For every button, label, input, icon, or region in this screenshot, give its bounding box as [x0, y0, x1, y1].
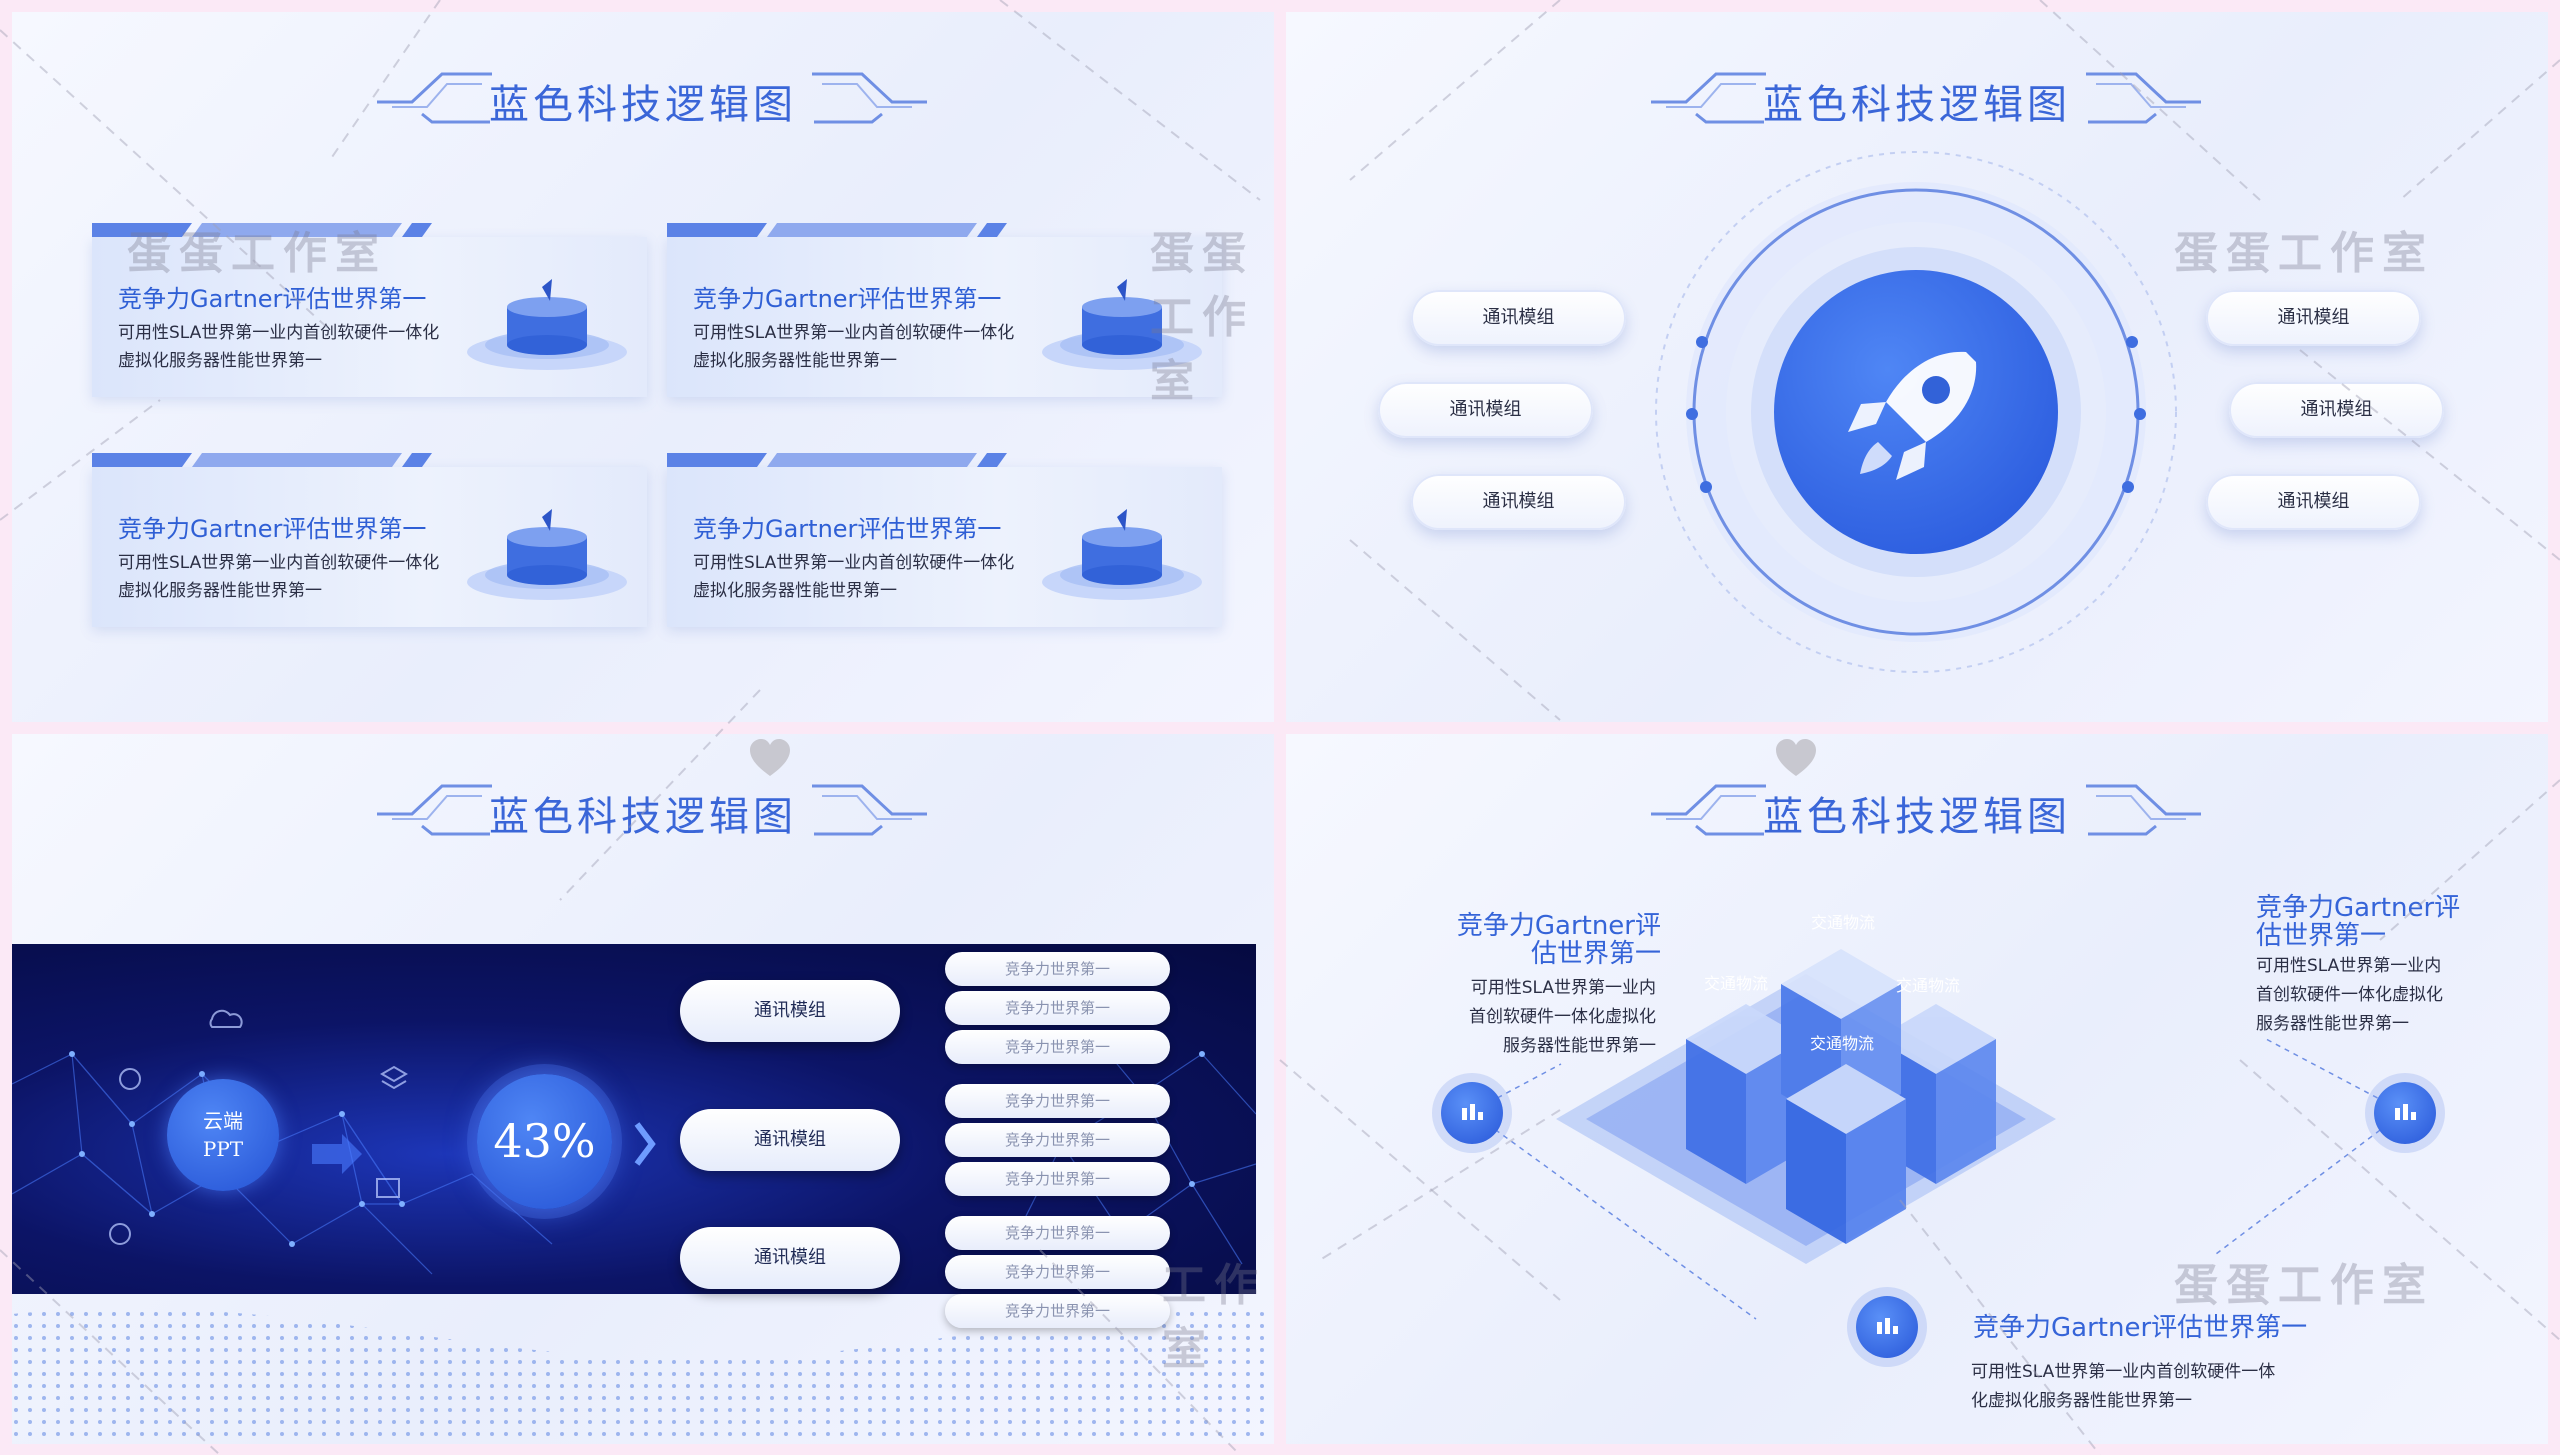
- feature-card: 竞争力Gartner评估世界第一 可用性SLA世界第一业内首创软硬件一体化虚拟化…: [92, 223, 647, 397]
- feature-card: 竞争力Gartner评估世界第一 可用性SLA世界第一业内首创软硬件一体化虚拟化…: [92, 453, 647, 627]
- cloud-ppt-circle: 云端 PPT: [167, 1079, 279, 1191]
- feature-card: 竞争力Gartner评估世界第一 可用性SLA世界第一业内首创软硬件一体化虚拟化…: [667, 223, 1222, 397]
- desc-line: 化虚拟化服务器性能世界第一: [1971, 1391, 2192, 1411]
- title-right-deco-icon: [812, 72, 927, 124]
- left-text-desc: 可用性SLA世界第一业内 首创软硬件一体化虚拟化 服务器性能世界第一: [1356, 974, 1656, 1061]
- card-description: 可用性SLA世界第一业内首创软硬件一体化虚拟化服务器性能世界第一: [693, 553, 1015, 601]
- desc-line: 首创软硬件一体化虚拟化: [1469, 1007, 1656, 1027]
- rocket-icon: [1848, 351, 1977, 480]
- right-text-title: 竞争力Gartner评 估世界第一: [2256, 894, 2536, 950]
- slide-title-area: 蓝色科技逻辑图: [1286, 62, 2548, 142]
- title-line: 估世界第一: [1530, 939, 1661, 969]
- desc-line: 可用性SLA世界第一业内: [1470, 978, 1656, 998]
- percent-circle: 43%: [477, 1074, 612, 1209]
- desc-line: 可用性SLA世界第一业内首创软硬件一体: [1971, 1362, 2276, 1382]
- percent-value: 43%: [493, 1114, 596, 1168]
- sub-item-pill[interactable]: 竞争力世界第一: [945, 991, 1170, 1025]
- slide-panel-3: 蓝色科技逻辑图: [12, 734, 1274, 1444]
- stats-node-icon: [1856, 1296, 1918, 1358]
- ppt-label: PPT: [202, 1137, 244, 1161]
- slide-title: 蓝色科技逻辑图: [489, 82, 797, 128]
- card-title: 竞争力Gartner评估世界第一: [693, 285, 1002, 313]
- title-line: 竞争力Gartner评: [1456, 911, 1661, 941]
- heart-icon: [750, 739, 790, 776]
- slide-title: 蓝色科技逻辑图: [489, 794, 797, 840]
- cube-label: 交通物流: [1704, 974, 1769, 993]
- sub-item-pill[interactable]: 竞争力世界第一: [945, 1216, 1170, 1250]
- card-top-bar: [667, 453, 1007, 467]
- bottom-text-desc: 可用性SLA世界第一业内首创软硬件一体 化虚拟化服务器性能世界第一: [1971, 1358, 2371, 1416]
- watermark: 蛋蛋工作室: [127, 228, 387, 279]
- heart-icon: [1776, 739, 1816, 776]
- stats-node-icon: [1441, 1082, 1503, 1144]
- bottom-text-title: 竞争力Gartner评估世界第一: [1973, 1313, 2308, 1343]
- sub-item-pill[interactable]: 竞争力世界第一: [945, 1084, 1170, 1118]
- desc-line: 服务器性能世界第一: [1503, 1036, 1656, 1056]
- slide-title: 蓝色科技逻辑图: [1763, 82, 2071, 128]
- sub-item-pill[interactable]: 竞争力世界第一: [945, 1123, 1170, 1157]
- module-pill[interactable]: 通讯模组: [2229, 382, 2444, 438]
- slide-title: 蓝色科技逻辑图: [1763, 794, 2071, 840]
- cube-label: 交通物流: [1896, 976, 1961, 995]
- desc-line: 首创软硬件一体化虚拟化: [2256, 985, 2443, 1005]
- module-pill[interactable]: 通讯模组: [680, 980, 900, 1042]
- card-description: 可用性SLA世界第一业内首创软硬件一体化虚拟化服务器性能世界第一: [693, 323, 1015, 371]
- slide-title-area: 蓝色科技逻辑图: [12, 62, 1274, 142]
- card-title: 竞争力Gartner评估世界第一: [693, 515, 1002, 543]
- database-icon: [467, 509, 627, 600]
- database-icon: [1042, 509, 1202, 600]
- slide-panel-1: 蓝色科技逻辑图 竞争力Gartner评估世界第一 可用性SLA世界第一业内首创软…: [12, 12, 1274, 722]
- card-title: 竞争力Gartner评估世界第一: [118, 515, 427, 543]
- slide-panel-2: 蓝色科技逻辑图 通讯模组 通讯模组 通: [1286, 12, 2548, 722]
- sub-item-pill[interactable]: 竞争力世界第一: [945, 1162, 1170, 1196]
- module-pill[interactable]: 通讯模组: [1378, 382, 1593, 438]
- card-top-bar: [92, 223, 432, 237]
- database-icon: [1042, 279, 1202, 370]
- right-text-desc: 可用性SLA世界第一业内 首创软硬件一体化虚拟化 服务器性能世界第一: [2256, 952, 2536, 1039]
- card-title: 竞争力Gartner评估世界第一: [118, 285, 427, 313]
- slide-panel-4: 蓝色科技逻辑图 交通物流 交通物流 交通物流 交通物流: [1286, 734, 2548, 1444]
- title-left-deco-icon: [1651, 72, 1766, 124]
- watermark-partial: 工作室: [1162, 1260, 1266, 1375]
- title-left-deco-icon: [1651, 784, 1766, 836]
- sub-item-pill[interactable]: 竞争力世界第一: [945, 1294, 1170, 1328]
- dot-wave-decoration: [12, 1308, 1274, 1444]
- module-pill[interactable]: 通讯模组: [1411, 290, 1626, 346]
- desc-line: 可用性SLA世界第一业内: [2256, 956, 2442, 976]
- title-right-deco-icon: [812, 784, 927, 836]
- module-pill[interactable]: 通讯模组: [1411, 474, 1626, 530]
- cube-label: 交通物流: [1811, 913, 1876, 932]
- title-right-deco-icon: [2086, 784, 2201, 836]
- desc-line: 服务器性能世界第一: [2256, 1014, 2409, 1034]
- watermark: 蛋蛋工作室: [1150, 228, 1254, 407]
- stats-node-icon: [2374, 1082, 2436, 1144]
- feature-card: 竞争力Gartner评估世界第一 可用性SLA世界第一业内首创软硬件一体化虚拟化…: [667, 453, 1222, 627]
- card-description: 可用性SLA世界第一业内首创软硬件一体化虚拟化服务器性能世界第一: [118, 323, 440, 371]
- cloud-label: 云端: [203, 1109, 243, 1133]
- title-left-deco-icon: [377, 784, 492, 836]
- watermark: 蛋蛋工作室: [2174, 1260, 2434, 1311]
- isometric-cube-diagram: [1556, 949, 2056, 1264]
- left-text-title: 竞争力Gartner评 估世界第一: [1376, 912, 1661, 968]
- watermark: 蛋蛋工作室: [2174, 228, 2434, 279]
- sub-item-pill[interactable]: 竞争力世界第一: [945, 952, 1170, 986]
- module-pill[interactable]: 通讯模组: [2206, 474, 2421, 530]
- slide-title-area: 蓝色科技逻辑图: [12, 774, 1274, 854]
- card-description: 可用性SLA世界第一业内首创软硬件一体化虚拟化服务器性能世界第一: [118, 553, 440, 601]
- slide-title-area: 蓝色科技逻辑图: [1286, 774, 2548, 854]
- database-icon: [467, 279, 627, 370]
- card-top-bar: [92, 453, 432, 467]
- sub-item-pill[interactable]: 竞争力世界第一: [945, 1030, 1170, 1064]
- cube-label: 交通物流: [1810, 1034, 1875, 1053]
- title-right-deco-icon: [2086, 72, 2201, 124]
- sub-item-pill[interactable]: 竞争力世界第一: [945, 1255, 1170, 1289]
- module-pill[interactable]: 通讯模组: [680, 1227, 900, 1289]
- title-left-deco-icon: [377, 72, 492, 124]
- module-pill[interactable]: 通讯模组: [2206, 290, 2421, 346]
- title-line: 估世界第一: [2256, 921, 2387, 951]
- title-line: 竞争力Gartner评: [2256, 893, 2461, 923]
- card-top-bar: [667, 223, 1007, 237]
- module-pill[interactable]: 通讯模组: [680, 1109, 900, 1171]
